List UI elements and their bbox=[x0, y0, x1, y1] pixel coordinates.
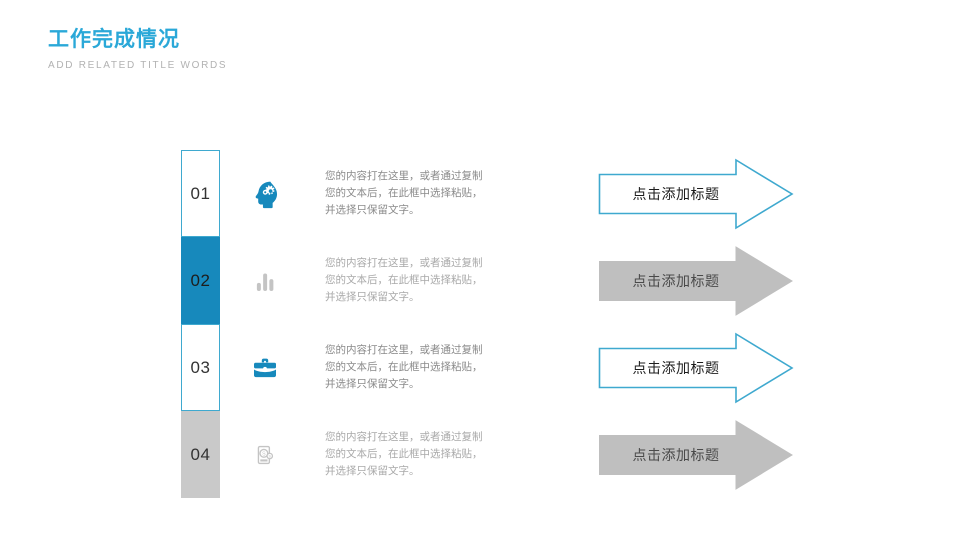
arrow-banner-03[interactable]: 点击添加标题 bbox=[598, 330, 794, 406]
arrow-banner-04[interactable]: 点击添加标题 bbox=[598, 417, 794, 493]
svg-text:S: S bbox=[262, 451, 266, 457]
arrow-banner-01[interactable]: 点击添加标题 bbox=[598, 156, 794, 232]
arrow-banner-label: 点击添加标题 bbox=[632, 186, 720, 202]
row-body-text: 您的内容打在这里，或者通过复制 您的文本后，在此框中选择粘贴， 并选择只保留文字… bbox=[325, 411, 530, 498]
row-body-text: 您的内容打在这里，或者通过复制 您的文本后，在此框中选择粘贴， 并选择只保留文字… bbox=[325, 324, 530, 411]
row-body-text: 您的内容打在这里，或者通过复制 您的文本后，在此框中选择粘贴， 并选择只保留文字… bbox=[325, 150, 530, 237]
row-body-text: 您的内容打在这里，或者通过复制 您的文本后，在此框中选择粘贴， 并选择只保留文字… bbox=[325, 237, 530, 324]
body-line: 您的内容打在这里，或者通过复制 bbox=[325, 170, 483, 182]
body-line: 您的内容打在这里，或者通过复制 bbox=[325, 257, 483, 269]
arrow-banner-label: 点击添加标题 bbox=[632, 447, 720, 463]
body-line: 并选择只保留文字。 bbox=[325, 465, 420, 477]
body-line: 并选择只保留文字。 bbox=[325, 204, 420, 216]
step-number-label: 02 bbox=[190, 270, 211, 290]
body-line: 并选择只保留文字。 bbox=[325, 291, 420, 303]
page-subtitle: ADD RELATED TITLE WORDS bbox=[48, 60, 228, 72]
slide-header: 工作完成情况 ADD RELATED TITLE WORDS bbox=[48, 28, 227, 71]
body-line: 您的文本后，在此框中选择粘贴， bbox=[325, 187, 483, 199]
step-number-chip-04[interactable]: 04 bbox=[181, 411, 220, 498]
content-row: 02 您的内容打在这里，或者通过复制 您的文本后，在此框中选择粘贴， 并选择只保… bbox=[0, 237, 960, 324]
page-title: 工作完成情况 bbox=[48, 28, 180, 51]
content-row: 01 您的内容打在这里，或者通过复制 您的文本后，在此框中选择粘贴， 并选择只保… bbox=[0, 150, 960, 237]
body-line: 您的文本后，在此框中选择粘贴， bbox=[325, 361, 483, 373]
briefcase-icon bbox=[238, 324, 292, 411]
head-with-gears-icon bbox=[238, 150, 292, 237]
body-line: 您的文本后，在此框中选择粘贴， bbox=[325, 274, 483, 286]
body-line: 并选择只保留文字。 bbox=[325, 378, 420, 390]
step-number-chip-01[interactable]: 01 bbox=[181, 150, 220, 237]
mobile-payment-icon: S S bbox=[238, 411, 292, 498]
body-line: 您的文本后，在此框中选择粘贴， bbox=[325, 448, 483, 460]
step-number-label: 04 bbox=[190, 444, 211, 464]
arrow-banner-02[interactable]: 点击添加标题 bbox=[598, 243, 794, 319]
body-line: 您的内容打在这里，或者通过复制 bbox=[325, 431, 483, 443]
body-line: 您的内容打在这里，或者通过复制 bbox=[325, 344, 483, 356]
content-row: 04 S S 您的内容打在这里，或者通过复制 您的文本后，在此框中选择粘贴， 并… bbox=[0, 411, 960, 498]
arrow-banner-label: 点击添加标题 bbox=[632, 273, 720, 289]
arrow-banner-label: 点击添加标题 bbox=[632, 360, 720, 376]
bar-chart-icon bbox=[238, 237, 292, 324]
step-number-label: 03 bbox=[190, 357, 211, 377]
step-number-chip-03[interactable]: 03 bbox=[181, 324, 220, 411]
step-number-label: 01 bbox=[190, 183, 211, 203]
content-rows: 01 您的内容打在这里，或者通过复制 您的文本后，在此框中选择粘贴， 并选择只保… bbox=[0, 150, 960, 498]
content-row: 03 您的内容打在这里，或者通过复制 您的文本后，在此框中选择粘贴， 并选择只保… bbox=[0, 324, 960, 411]
step-number-chip-02[interactable]: 02 bbox=[181, 237, 220, 324]
svg-text:S: S bbox=[268, 454, 271, 458]
